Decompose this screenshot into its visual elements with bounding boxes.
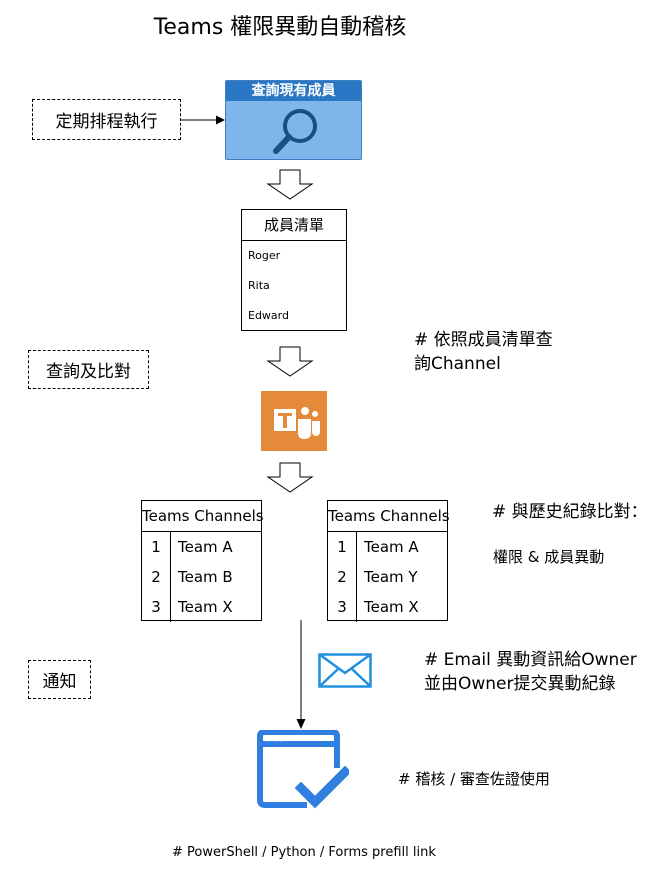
form-check-icon (257, 730, 349, 809)
note-compare-history: # 與歷史紀錄比對： (492, 502, 648, 522)
note-email-line2: 並由Owner提交異動紀錄 (424, 674, 616, 694)
step-notify: 通知 (28, 660, 91, 699)
step-query-compare: 查詢及比對 (28, 350, 149, 389)
row-number: 1 (328, 532, 357, 562)
note-audit: # 稽核 / 審查佐證使用 (398, 770, 550, 788)
channel-name: Team X (178, 598, 233, 616)
table-row: 1 Team A (142, 532, 261, 562)
query-members-label: 查詢現有成員 (226, 81, 361, 101)
teams-logo-icon (261, 391, 327, 451)
row-number: 3 (142, 592, 171, 622)
channels-table-header: Teams Channels (142, 501, 264, 532)
note-compare-history-detail: 權限 & 成員異動 (493, 548, 605, 566)
search-icon (273, 109, 317, 154)
channel-name: Team Y (364, 568, 418, 586)
down-arrow-1 (266, 169, 314, 200)
table-row: 2 Team Y (328, 562, 447, 592)
down-arrow-3 (266, 462, 314, 493)
step-query-compare-label: 查詢及比對 (46, 362, 131, 382)
row-number: 1 (142, 532, 171, 562)
note-email: # Email 異動資訊給Owner 並由Owner提交異動紀錄 (424, 648, 637, 696)
member-list: 成員清單 Roger Rita Edward (241, 209, 347, 331)
note-channel-query-line2: 詢Channel (414, 354, 501, 374)
query-members-box: 查詢現有成員 (225, 80, 362, 160)
note-email-line1: # Email 異動資訊給Owner (424, 650, 637, 670)
flow-arrow-to-form (296, 620, 306, 729)
down-arrow-2 (266, 346, 314, 377)
row-number: 2 (328, 562, 357, 592)
mail-icon (318, 653, 372, 688)
table-row: 3 Team X (328, 592, 447, 622)
diagram-title: Teams 權限異動自動稽核 (153, 15, 407, 40)
channels-table-header: Teams Channels (328, 501, 450, 532)
member-item: Edward (248, 309, 289, 322)
note-channel-query: # 依照成員清單查 詢Channel (414, 328, 553, 376)
member-item: Roger (248, 249, 281, 262)
step-schedule: 定期排程執行 (32, 99, 181, 140)
step-schedule-label: 定期排程執行 (55, 112, 158, 132)
schedule-arrow (181, 115, 225, 125)
member-item: Rita (248, 279, 270, 292)
channels-table-current: Teams Channels 1 Team A 2 Team B 3 Team … (141, 500, 264, 622)
channel-name: Team A (364, 538, 419, 556)
table-row: 2 Team B (142, 562, 261, 592)
channel-name: Team A (178, 538, 233, 556)
table-row: 1 Team A (328, 532, 447, 562)
table-row: 3 Team X (142, 592, 261, 622)
footer-tools: # PowerShell / Python / Forms prefill li… (172, 845, 436, 860)
channels-table-history: Teams Channels 1 Team A 2 Team Y 3 Team … (327, 500, 450, 622)
channel-name: Team B (178, 568, 233, 586)
step-notify-label: 通知 (42, 672, 77, 692)
note-channel-query-line1: # 依照成員清單查 (414, 330, 553, 350)
row-number: 3 (328, 592, 357, 622)
member-list-header: 成員清單 (242, 210, 346, 241)
row-number: 2 (142, 562, 171, 592)
channel-name: Team X (364, 598, 419, 616)
